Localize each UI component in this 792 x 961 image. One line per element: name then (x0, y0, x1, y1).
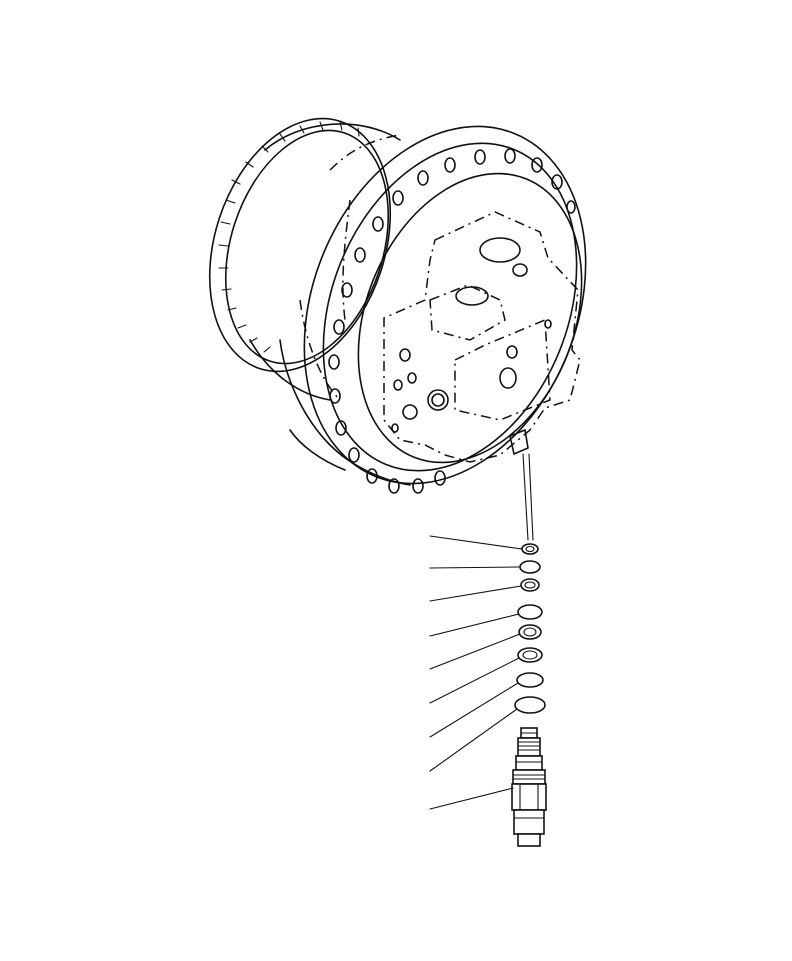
port-hole (499, 367, 517, 389)
backup-ring (514, 696, 546, 714)
port-hole (455, 286, 489, 306)
exploded-parts (511, 543, 547, 847)
leader-line (429, 613, 520, 637)
relief-valve-port (427, 389, 449, 411)
leader-line (429, 708, 518, 772)
o-ring (517, 647, 543, 663)
port-hole (512, 263, 528, 277)
center-line (522, 453, 529, 541)
sprocket-teeth (218, 121, 360, 353)
leader-line (429, 566, 521, 569)
o-ring (518, 624, 542, 640)
o-ring (521, 543, 539, 555)
valve-boss (509, 429, 529, 455)
leader-line (429, 787, 514, 810)
backup-ring (516, 672, 544, 688)
leader-line (429, 535, 523, 550)
backup-ring (517, 604, 543, 620)
travel-motor-housing (208, 117, 587, 494)
relief-valve-cartridge (511, 727, 547, 847)
leader-lines (429, 535, 523, 810)
valve-block (383, 211, 581, 463)
leader-line (429, 585, 522, 602)
o-ring (519, 560, 541, 574)
flange-bolt-holes (328, 148, 576, 494)
leader-line (429, 633, 521, 670)
port-hole (479, 237, 521, 263)
leader-line (429, 682, 519, 738)
leader-line (429, 657, 520, 704)
o-ring (520, 578, 540, 592)
